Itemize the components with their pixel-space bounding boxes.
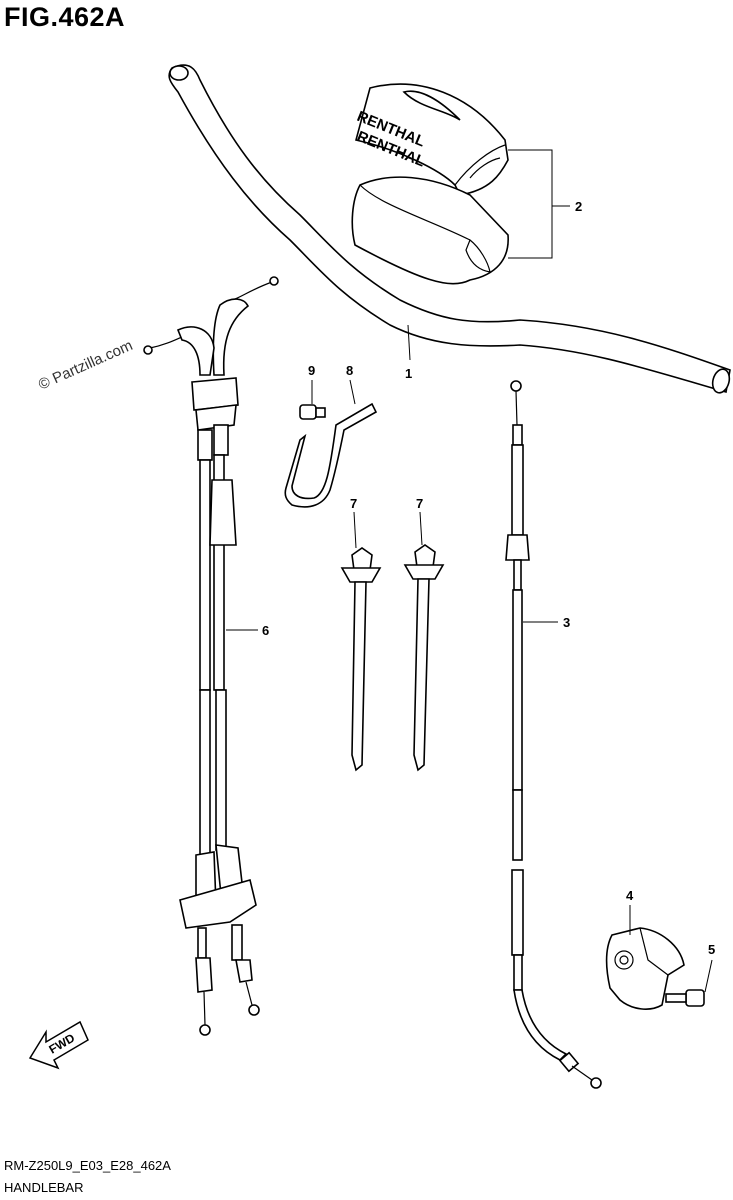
screw[interactable] (299, 404, 326, 420)
callout-1: 1 (405, 366, 412, 381)
callout-8: 8 (346, 363, 353, 378)
callout-7-right: 7 (416, 496, 423, 511)
callout-4: 4 (626, 888, 634, 903)
wire-clamp[interactable] (284, 402, 378, 508)
clutch-lever-holder[interactable] (605, 927, 685, 1010)
fwd-arrow-icon (28, 1020, 89, 1070)
clutch-cable[interactable] (505, 380, 602, 1089)
throttle-cable-assembly[interactable] (143, 276, 279, 1036)
cable-tie-left[interactable] (340, 547, 382, 772)
figure-code: RM-Z250L9_E03_E28_462A (4, 1158, 171, 1173)
callout-9: 9 (308, 363, 315, 378)
callout-3: 3 (563, 615, 570, 630)
bolt[interactable] (665, 989, 705, 1007)
handlebar[interactable] (168, 64, 732, 395)
callout-7-left: 7 (350, 496, 357, 511)
figure-name: HANDLEBAR (4, 1180, 84, 1195)
callout-6: 6 (262, 623, 269, 638)
cable-tie-right[interactable] (403, 544, 445, 772)
leader-lines (226, 149, 713, 993)
callout-2: 2 (575, 199, 582, 214)
figure-title: FIG.462A (4, 2, 126, 32)
handlebar-pad[interactable] (351, 83, 509, 285)
callout-5: 5 (708, 942, 715, 957)
